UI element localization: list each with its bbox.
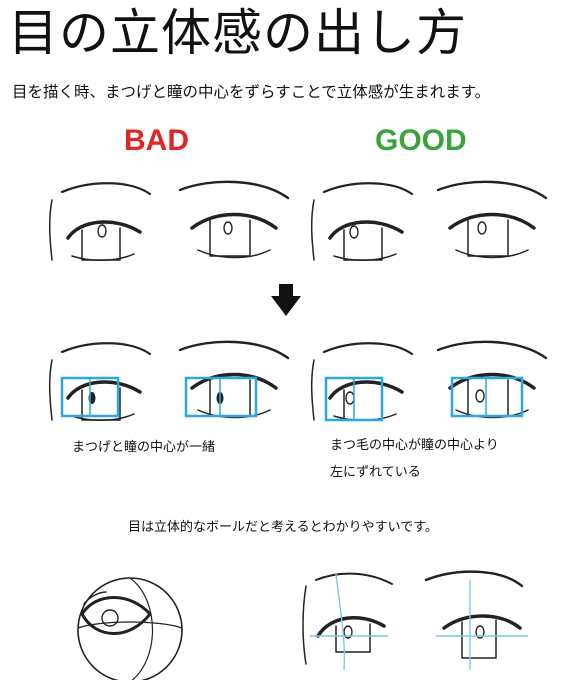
bad-left-eye <box>47 181 152 263</box>
bad-left-eye-guided <box>47 341 152 423</box>
bad-label: BAD <box>124 124 189 157</box>
ball-note: 目は立体的なボールだと考えるとわかりやすいです。 <box>128 520 438 535</box>
bad-right-eye <box>178 180 290 260</box>
good-caption-line2: 左にずれている <box>330 465 421 480</box>
eyeball-sphere-diagram <box>77 577 183 680</box>
good-left-eye-guided <box>309 341 414 423</box>
bad-right-eye-guided <box>178 340 290 420</box>
good-left-eye <box>309 181 414 263</box>
good-caption-line1: まつ毛の中心が瞳の中心より <box>330 438 499 453</box>
good-label: GOOD <box>375 124 467 157</box>
bottom-right-eye-guided <box>424 570 528 670</box>
good-right-eye <box>436 180 548 260</box>
bottom-left-eye-guided <box>302 572 393 671</box>
subtitle: 目を描く時、まつげと瞳の中心をずらすことで立体感が生まれます。 <box>12 83 491 101</box>
arrow-down-icon <box>271 284 301 316</box>
bad-caption: まつげと瞳の中心が一緒 <box>72 440 216 455</box>
page-title: 目の立体感の出し方 <box>8 4 467 62</box>
good-right-eye-guided <box>436 340 548 420</box>
